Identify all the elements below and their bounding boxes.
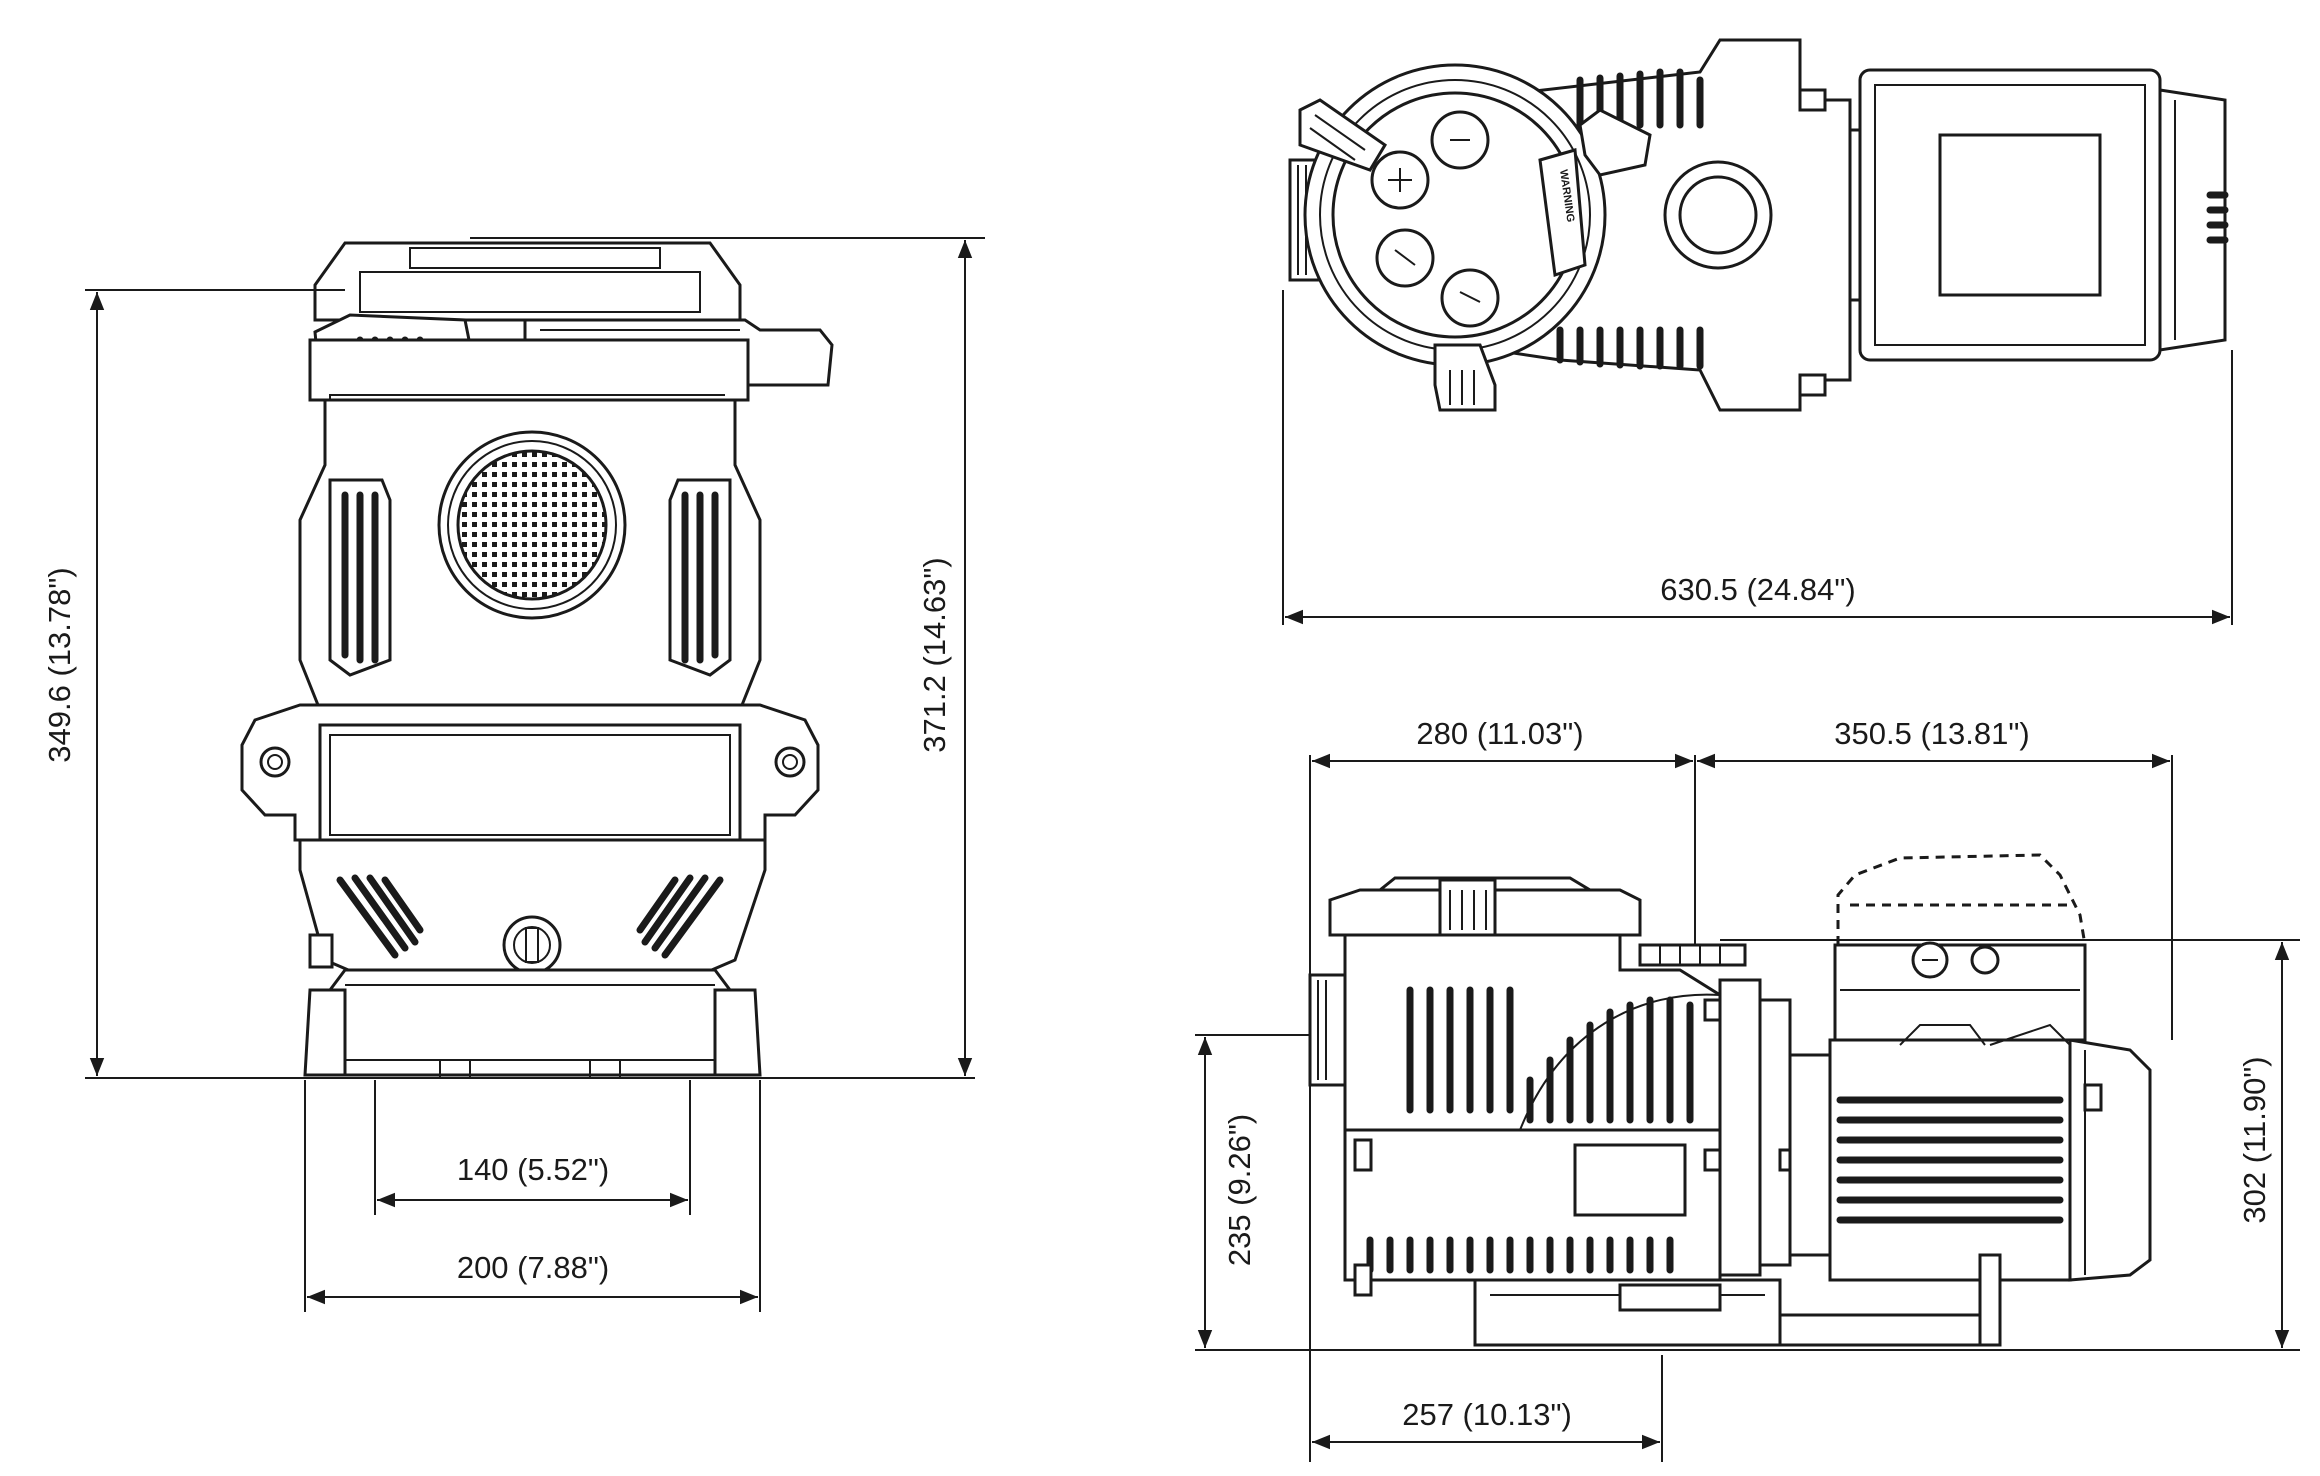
side-view xyxy=(1308,853,2152,1347)
top-view: WARNING xyxy=(1288,38,2229,412)
side-left-top-label: 280 (11.03") xyxy=(1416,716,1583,751)
front-left-ribs xyxy=(328,478,392,677)
top-total-length-label: 630.5 (24.84") xyxy=(1660,572,1855,607)
front-inner-width-label: 140 (5.52") xyxy=(457,1152,609,1187)
front-right-height-label: 371.2 (14.63") xyxy=(917,557,952,752)
side-fins xyxy=(1366,986,1694,1274)
side-inlet-height-label: 235 (9.26") xyxy=(1222,1114,1257,1266)
side-right-top-label: 350.5 (13.81") xyxy=(1834,716,2029,751)
front-left-height-label: 349.6 (13.78") xyxy=(42,567,77,762)
front-dimensions: 349.6 (13.78") 371.2 (14.63") 140 (5.52"… xyxy=(42,237,985,1312)
side-total-height-label: 302 (11.90") xyxy=(2237,1056,2272,1223)
side-base-length-label: 257 (10.13") xyxy=(1402,1397,1572,1432)
front-right-ribs xyxy=(668,478,732,677)
front-view xyxy=(240,241,834,1078)
front-outer-width-label: 200 (7.88") xyxy=(457,1250,609,1285)
top-dimensions: 630.5 (24.84") xyxy=(1282,290,2233,625)
side-dimensions: 280 (11.03") 350.5 (13.81") 235 (9.26") … xyxy=(1195,716,2300,1462)
